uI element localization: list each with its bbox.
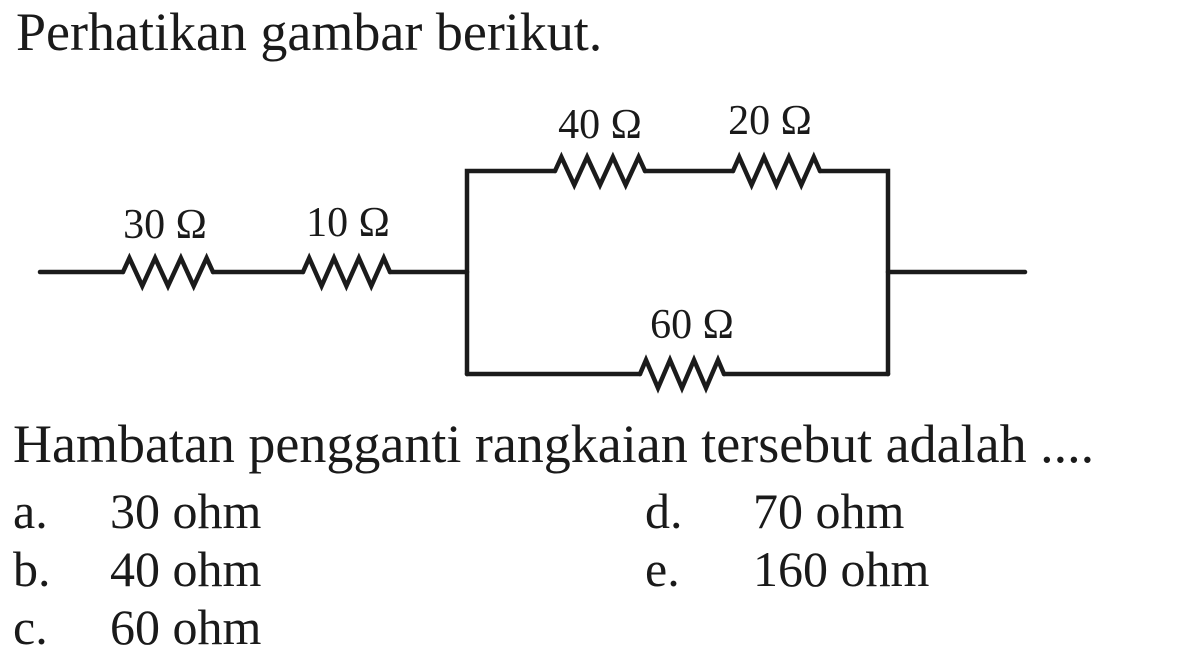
option-b-text: 40 ohm: [110, 541, 262, 597]
option-a: a. 30 ohm: [13, 486, 261, 544]
option-a-text: 30 ohm: [110, 483, 262, 539]
circuit-labels: 30 Ω 10 Ω 40 Ω 20 Ω 60 Ω: [123, 98, 812, 348]
option-b: b. 40 ohm: [13, 544, 261, 602]
options-column-right: d. 70 ohm e. 160 ohm: [645, 486, 929, 602]
resistor-20ohm-symbol: [730, 151, 823, 191]
option-e: e. 160 ohm: [645, 544, 929, 602]
option-d: d. 70 ohm: [645, 486, 929, 544]
resistor-30ohm-symbol: [120, 252, 216, 292]
parallel-right-branch-wire: [817, 168, 891, 377]
resistor-label-10ohm: 10 Ω: [306, 200, 390, 246]
resistor-label-30ohm: 30 Ω: [123, 202, 207, 248]
option-c: c. 60 ohm: [13, 602, 261, 660]
problem-intro-text: Perhatikan gambar berikut.: [16, 2, 603, 62]
resistor-label-60ohm: 60 Ω: [650, 302, 734, 348]
resistor-60ohm-symbol: [637, 354, 727, 394]
circuit-wires: [37, 151, 1028, 394]
question-text: Hambatan pengganti rangkaian tersebut ad…: [13, 414, 1095, 474]
resistor-10ohm-symbol: [300, 252, 393, 292]
resistor-40ohm-symbol: [552, 151, 648, 191]
option-e-text: 160 ohm: [753, 541, 930, 597]
option-c-letter: c.: [13, 599, 48, 655]
resistor-label-20ohm: 20 Ω: [728, 98, 812, 144]
option-d-letter: d.: [645, 483, 683, 539]
parallel-left-branch-wire: [464, 168, 558, 377]
options-column-left: a. 30 ohm b. 40 ohm c. 60 ohm: [13, 486, 261, 660]
resistor-label-40ohm: 40 Ω: [558, 102, 642, 148]
option-c-text: 60 ohm: [110, 599, 262, 655]
option-b-letter: b.: [13, 541, 51, 597]
option-a-letter: a.: [13, 483, 48, 539]
option-d-text: 70 ohm: [753, 483, 905, 539]
option-e-letter: e.: [645, 541, 680, 597]
